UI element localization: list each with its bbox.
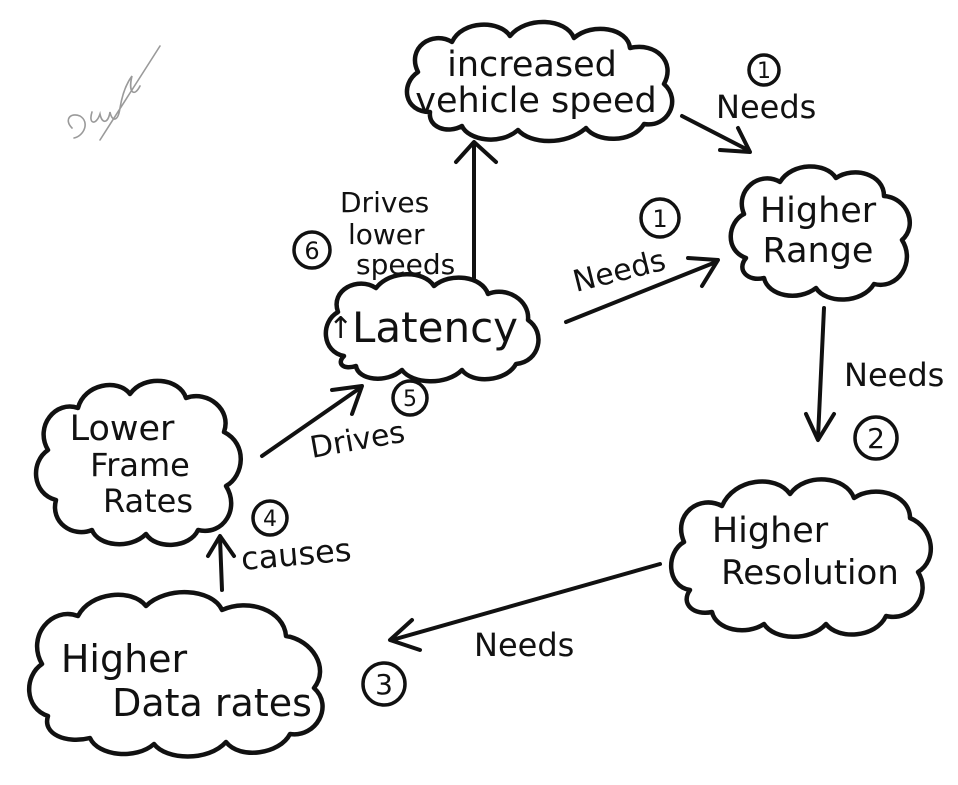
edge-label-range-resolution: Needs [844, 356, 944, 394]
node-lower-frame-rates [33, 378, 243, 548]
edge-speed-to-range [680, 114, 752, 154]
node-frame-line-2: Frame [90, 446, 190, 484]
node-resolution-line-1: Higher [712, 511, 829, 551]
step-badge-frame-latency: 5 [391, 379, 429, 417]
edge-label-latency-speed-1: Drives [340, 186, 429, 219]
node-datarates-line-2: Data rates [112, 681, 312, 725]
node-frame-line-1: Lower [70, 409, 175, 449]
edge-datarates-to-frame [206, 534, 236, 592]
step-badge-resolution-datarates: 3 [361, 661, 407, 707]
node-latency [323, 272, 541, 384]
node-increased-vehicle-speed [404, 19, 675, 144]
node-datarates-line-1: Higher [61, 637, 188, 681]
node-speed-line-2: vehicle speed [415, 81, 657, 121]
step-number: 5 [403, 387, 417, 412]
node-resolution-line-2: Resolution [721, 553, 899, 593]
step-number: 1 [652, 205, 667, 233]
node-speed-line-1: increased [447, 45, 617, 85]
step-badge-latency-range: 1 [639, 197, 681, 239]
step-number: 3 [375, 668, 393, 701]
edge-range-to-resolution [804, 306, 836, 442]
edge-frame-to-latency [260, 384, 364, 458]
edge-label-speed-range: Needs [716, 88, 816, 126]
edge-resolution-to-datarates [388, 562, 662, 652]
step-number: 1 [757, 59, 771, 84]
node-frame-line-3: Rates [103, 482, 193, 520]
edge-label-resolution-datarates: Needs [474, 626, 574, 664]
step-badge-range-resolution: 2 [853, 415, 899, 461]
edge-latency-to-range [564, 256, 720, 324]
edge-label-latency-speed-3: speeds [356, 248, 455, 281]
edge-label-latency-speed-2: lower [348, 218, 425, 251]
node-higher-range [728, 164, 913, 302]
step-number: 2 [867, 422, 885, 455]
step-badge-latency-speed: 6 [292, 230, 332, 270]
step-badge-datarates-frame: 4 [251, 499, 289, 537]
node-range-line-1: Higher [760, 191, 877, 231]
step-badge-speed-range: 1 [747, 53, 781, 87]
node-latency-prefix-arrow: ↑ [328, 311, 353, 346]
step-number: 6 [304, 237, 319, 265]
node-range-line-2: Range [763, 231, 874, 271]
edge-latency-to-speed [454, 140, 498, 282]
step-number: 4 [263, 507, 277, 532]
edge-label-datarates-frame: causes [239, 530, 352, 577]
node-higher-resolution [668, 477, 933, 639]
watermark-signature [67, 45, 161, 141]
edge-label-frame-latency: Drives [307, 415, 407, 466]
edge-label-latency-range: Needs [569, 243, 669, 300]
node-higher-data-rates [26, 590, 325, 759]
node-latency-label: Latency [352, 303, 518, 352]
